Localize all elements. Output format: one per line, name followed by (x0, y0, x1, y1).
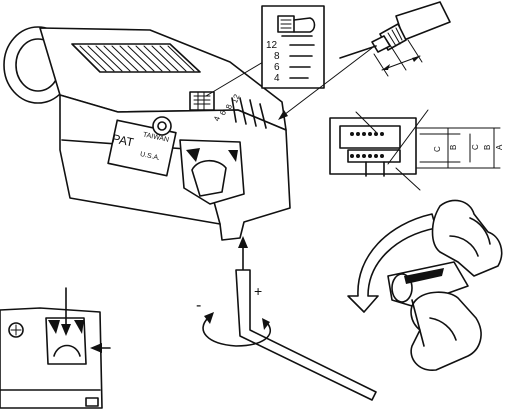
section-dimensions (415, 127, 501, 169)
knurled-ridge (71, 43, 201, 73)
blade-window (189, 91, 215, 111)
dim-label-b2: B (483, 145, 492, 150)
adjustment-detail (0, 287, 111, 409)
hex-key: - + (196, 236, 377, 401)
tool-front-face (59, 94, 291, 241)
mark-pat: PAT (111, 131, 136, 149)
dim-label-a: A (495, 144, 504, 150)
knurl-lines (79, 45, 195, 72)
cable-jacket (395, 1, 451, 41)
card-scale-12: 12 (266, 40, 278, 51)
dim-label-c2: C (471, 144, 480, 150)
card-scale-8: 8 (274, 51, 280, 62)
tool-scale-8: 8 (224, 103, 234, 111)
stripped-cable (278, 1, 451, 120)
hand-operation (347, 199, 503, 371)
blade-scale-card: 12 8 6 4 (261, 5, 325, 89)
card-scale-4: 4 (274, 73, 280, 84)
tool-scale-12: 12 (230, 92, 242, 104)
dim-label-c1: C (433, 146, 442, 152)
rotation-arrow (347, 213, 437, 313)
rotate-plus: + (254, 283, 262, 299)
stripper-tool: PAT TAIWAN U.S.A. 4 6 8 12 (3, 26, 301, 241)
rotate-minus: - (196, 297, 201, 314)
hex-key-body (235, 269, 377, 401)
cable-dielectric (371, 35, 391, 53)
tool-scale: 4 6 8 12 (212, 92, 267, 129)
dim-label-b1: B (449, 145, 458, 150)
tool-screw-inner (157, 121, 167, 131)
mark-usa: U.S.A. (139, 151, 160, 162)
blade-cross-section: C B C B A (329, 109, 504, 191)
upper-hand (431, 199, 503, 277)
lower-hand (410, 291, 482, 371)
detail-foot (85, 397, 99, 407)
section-upper (339, 125, 401, 149)
card-scale-6: 6 (274, 62, 280, 73)
tool-scale-4: 4 (212, 115, 222, 123)
tool-scale-6: 6 (218, 109, 228, 117)
